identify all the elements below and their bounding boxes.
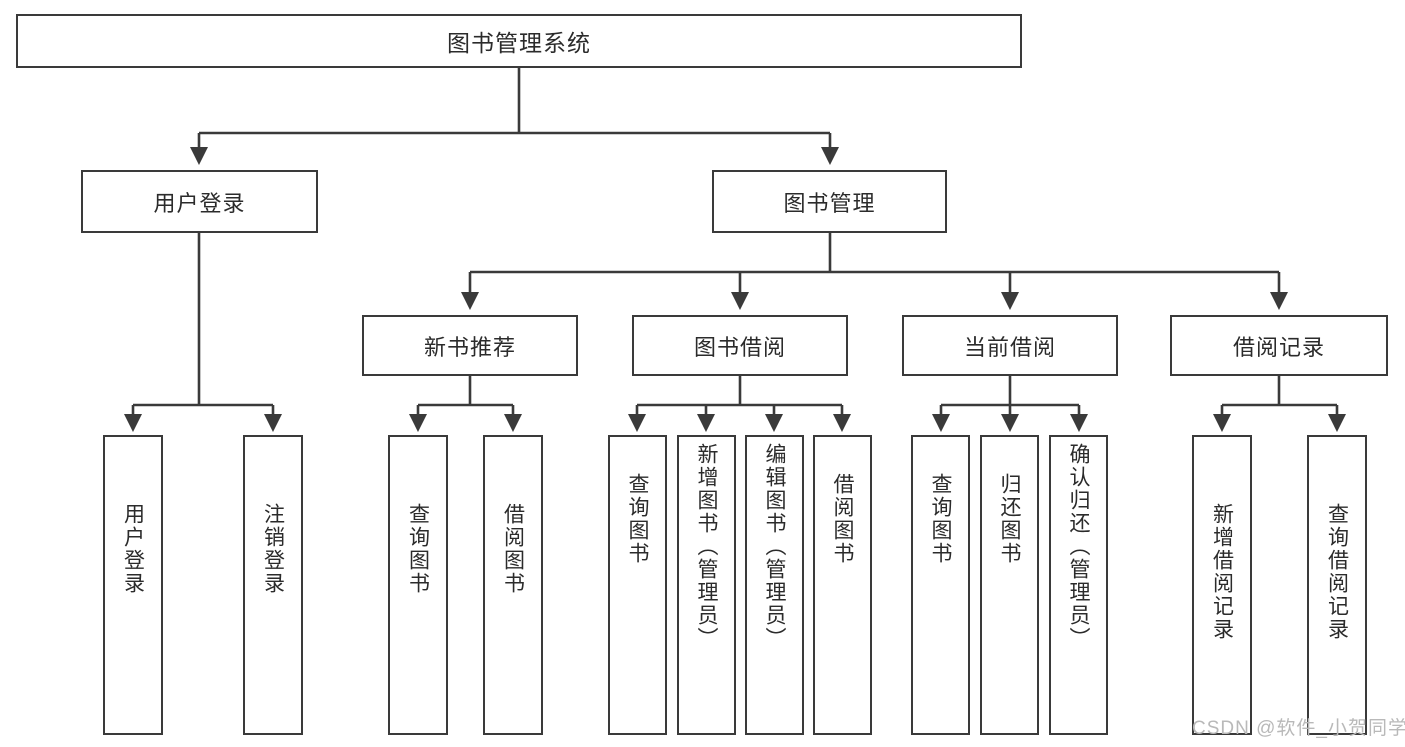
- node-user-login[interactable]: 用户登录: [81, 170, 318, 233]
- node-borrow-records[interactable]: 借阅记录: [1170, 315, 1388, 376]
- leaf-return-books[interactable]: 归还图书: [980, 435, 1039, 735]
- node-root-system[interactable]: 图书管理系统: [16, 14, 1022, 68]
- node-label: 新增图书（管理员）: [695, 443, 718, 650]
- node-label: 当前借阅: [963, 334, 1056, 360]
- node-label: 编辑图书（管理员）: [763, 443, 786, 650]
- node-label: 查询借阅记录: [1325, 503, 1349, 641]
- leaf-user-login[interactable]: 用户登录: [103, 435, 163, 735]
- leaf-borrow-books-recommend[interactable]: 借阅图书: [483, 435, 543, 735]
- node-new-book-recommend[interactable]: 新书推荐: [362, 315, 578, 376]
- node-label: 查询图书: [929, 473, 952, 565]
- leaf-add-borrow-record[interactable]: 新增借阅记录: [1192, 435, 1252, 735]
- node-label: 用户登录: [121, 503, 145, 595]
- node-label: 图书管理系统: [447, 30, 591, 56]
- node-label: 查询图书: [626, 473, 649, 565]
- node-label: 借阅图书: [501, 503, 525, 595]
- csdn-watermark: CSDN @软件_小贺同学: [1192, 718, 1405, 739]
- node-label: 注销登录: [261, 503, 285, 595]
- node-label: 确认归还（管理员）: [1067, 443, 1090, 650]
- node-label: 归还图书: [998, 473, 1021, 565]
- node-current-borrow[interactable]: 当前借阅: [902, 315, 1118, 376]
- leaf-add-book-admin[interactable]: 新增图书（管理员）: [677, 435, 736, 735]
- node-label: 借阅图书: [831, 473, 854, 565]
- node-label: 新增借阅记录: [1210, 503, 1234, 641]
- leaf-logout[interactable]: 注销登录: [243, 435, 303, 735]
- node-book-management[interactable]: 图书管理: [712, 170, 947, 233]
- leaf-query-borrow-record[interactable]: 查询借阅记录: [1307, 435, 1367, 735]
- leaf-query-books-current[interactable]: 查询图书: [911, 435, 970, 735]
- leaf-borrow-books[interactable]: 借阅图书: [813, 435, 872, 735]
- node-book-borrow[interactable]: 图书借阅: [632, 315, 848, 376]
- leaf-edit-book-admin[interactable]: 编辑图书（管理员）: [745, 435, 804, 735]
- node-label: 新书推荐: [423, 334, 516, 360]
- node-label: 借阅记录: [1232, 334, 1325, 360]
- node-label: 查询图书: [406, 503, 430, 595]
- leaf-confirm-return-admin[interactable]: 确认归还（管理员）: [1049, 435, 1108, 735]
- leaf-query-books-recommend[interactable]: 查询图书: [388, 435, 448, 735]
- node-label: 用户登录: [153, 190, 246, 216]
- node-label: 图书管理: [783, 190, 876, 216]
- leaf-query-books-borrow[interactable]: 查询图书: [608, 435, 667, 735]
- node-label: 图书借阅: [693, 334, 786, 360]
